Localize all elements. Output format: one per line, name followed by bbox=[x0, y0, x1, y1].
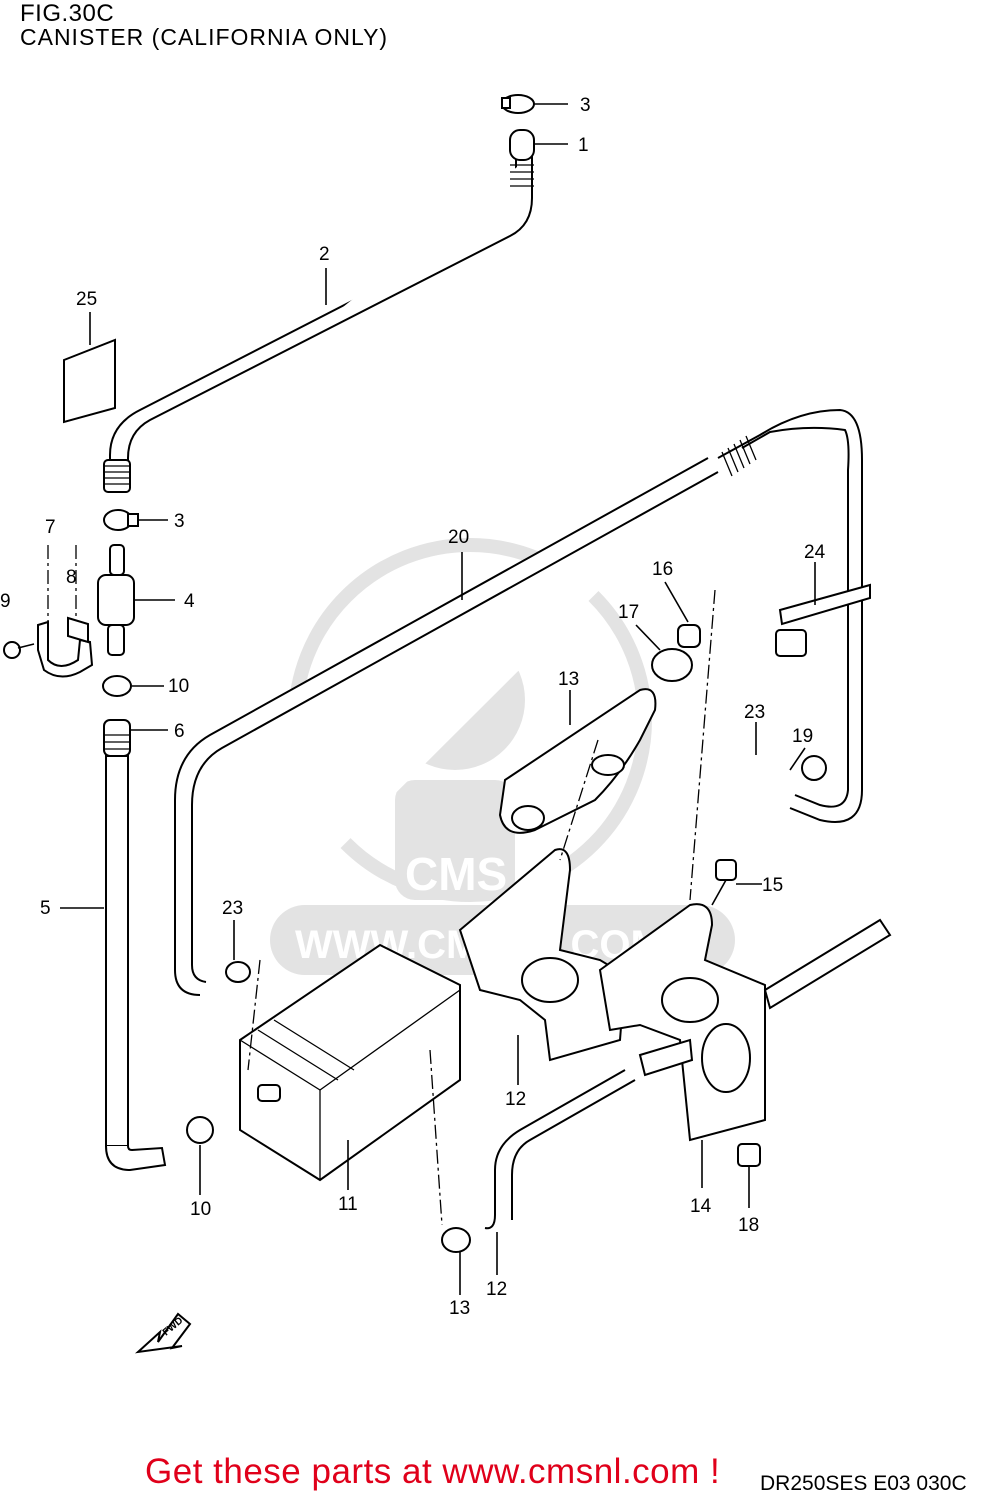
leader-lines bbox=[47, 103, 816, 1295]
callout-8: 6 bbox=[174, 721, 185, 742]
callout-15: 13 bbox=[558, 669, 579, 690]
hose-9 bbox=[103, 719, 167, 1172]
clamp-10-upper bbox=[102, 675, 132, 697]
callout-22: 20 bbox=[448, 527, 469, 548]
hose-2 bbox=[103, 129, 535, 493]
callout-12: 12 bbox=[486, 1279, 507, 1300]
callout-18: 16 bbox=[652, 559, 673, 580]
bolt-20 bbox=[737, 1143, 761, 1167]
callout-11: 11 bbox=[338, 1194, 358, 1215]
callout-3: 3 bbox=[174, 511, 185, 532]
callout-6: 8 bbox=[66, 567, 77, 588]
grommet-19 bbox=[651, 648, 693, 682]
callout-13: 13 bbox=[449, 1298, 470, 1319]
callout-10: 10 bbox=[168, 676, 189, 697]
model-code: DR250SES E03 030C bbox=[760, 1472, 967, 1495]
clamp-13 bbox=[441, 1227, 471, 1253]
bracket-14 bbox=[458, 848, 627, 1062]
figure-number: FIG.30C bbox=[20, 0, 115, 27]
hose-24 bbox=[775, 583, 871, 657]
callout-7: 9 bbox=[0, 591, 11, 612]
forward-arrow: FWD bbox=[134, 1312, 192, 1354]
clamp-3-top bbox=[501, 94, 535, 114]
promo-link[interactable]: Get these parts at www.cmsnl.com ! bbox=[145, 1452, 721, 1491]
callout-9: 5 bbox=[40, 898, 51, 919]
bolt-17 bbox=[711, 859, 737, 906]
callout-14: 12 bbox=[505, 1089, 526, 1110]
callout-16: 14 bbox=[690, 1196, 712, 1217]
callout-23: 23 bbox=[744, 702, 765, 723]
bracket-5 bbox=[37, 616, 94, 678]
callout-20: 18 bbox=[738, 1215, 759, 1236]
callout-21: 19 bbox=[792, 726, 813, 747]
callout-3: 3 bbox=[580, 95, 591, 116]
callout-4: 4 bbox=[184, 591, 195, 612]
clamp-23-right bbox=[801, 755, 827, 781]
bolt-7 bbox=[3, 641, 35, 659]
clamp-23-left bbox=[225, 961, 251, 983]
watermark-brand: CMS bbox=[405, 848, 507, 900]
callout-5: 7 bbox=[45, 517, 56, 538]
canister-11 bbox=[239, 943, 461, 1182]
clamp-10-lower bbox=[186, 1116, 214, 1144]
hose-12 bbox=[484, 1069, 636, 1230]
callout-23: 23 bbox=[222, 898, 243, 919]
valve-4 bbox=[97, 544, 135, 656]
clamp-3-mid bbox=[103, 509, 139, 531]
callout-24: 24 bbox=[804, 542, 826, 563]
callout-2: 2 bbox=[319, 244, 330, 265]
frame-tube bbox=[638, 918, 892, 1077]
callout-19: 17 bbox=[618, 602, 639, 623]
label-25 bbox=[63, 338, 116, 424]
collar-18 bbox=[677, 624, 701, 648]
callout-numbers: 3 1 2 25 3 7 20 8 16 24 9 4 17 13 10 23 … bbox=[0, 95, 826, 1319]
callout-1: 1 bbox=[578, 135, 589, 156]
bracket-16 bbox=[598, 903, 766, 1142]
bracket-15 bbox=[498, 688, 657, 834]
figure-title: CANISTER (CALIFORNIA ONLY) bbox=[20, 24, 389, 50]
callout-17: 15 bbox=[762, 875, 783, 896]
callout-10: 10 bbox=[190, 1199, 211, 1220]
callout-25: 25 bbox=[76, 289, 97, 310]
